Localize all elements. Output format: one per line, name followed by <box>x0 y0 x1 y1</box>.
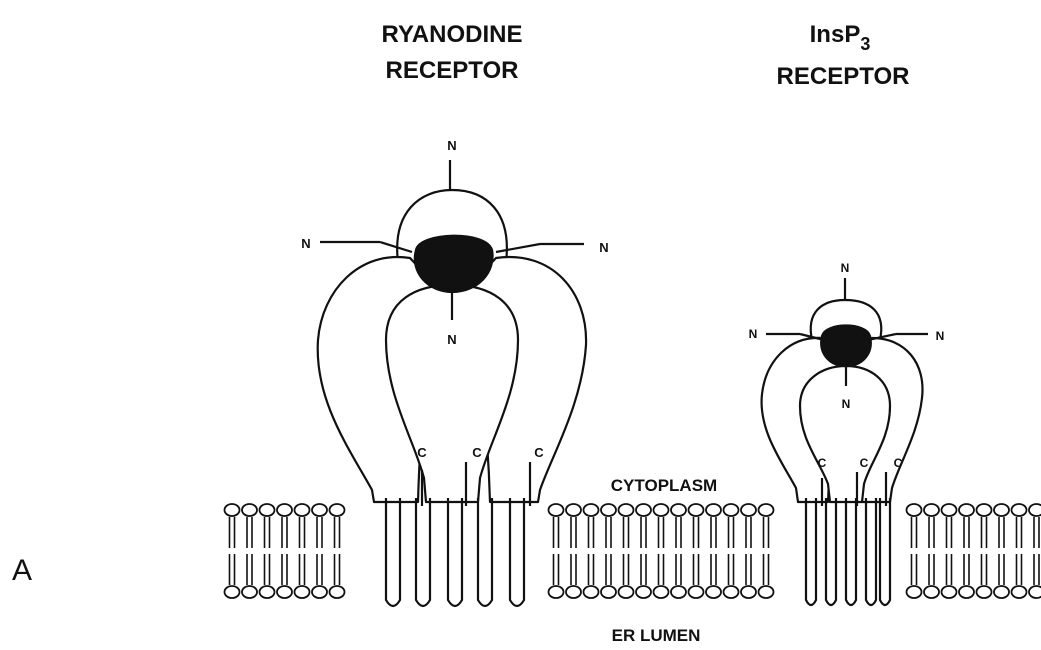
ryanodine-title-line1: RYANODINE <box>382 21 523 48</box>
lipid-head <box>330 586 345 598</box>
lipid-head <box>1012 586 1027 598</box>
er-membrane <box>225 504 1041 598</box>
lipid-head <box>277 504 292 516</box>
lipid-head <box>994 504 1009 516</box>
ryr-transmembrane-4 <box>478 498 492 606</box>
lipid-head <box>584 504 599 516</box>
lipid-head <box>977 586 992 598</box>
ip3r-n-label-front: N <box>842 397 851 411</box>
ip3r-central-core <box>821 326 871 367</box>
lipid-head <box>242 586 257 598</box>
lipid-head <box>566 504 581 516</box>
ip3r-transmembrane-2 <box>826 498 836 605</box>
lipid-head <box>724 586 739 598</box>
lipid-head <box>619 586 634 598</box>
ryanodine-receptor <box>318 160 586 606</box>
ryr-transmembrane-3 <box>448 498 462 606</box>
lipid-head <box>907 586 922 598</box>
lipid-head <box>549 586 564 598</box>
insp3-title-line2: RECEPTOR <box>777 63 910 90</box>
lipid-head <box>636 504 651 516</box>
ryr-c-label-3: C <box>534 445 544 460</box>
ip3r-n-label-left: N <box>749 327 758 341</box>
lipid-head <box>242 504 257 516</box>
ip3r-n-label-top: N <box>841 261 850 275</box>
lipid-head <box>312 586 327 598</box>
lipid-head <box>277 586 292 598</box>
ryr-n-label-front: N <box>447 332 456 347</box>
lipid-head <box>654 586 669 598</box>
lipid-head <box>977 504 992 516</box>
lipid-head <box>924 586 939 598</box>
lipid-head <box>942 586 957 598</box>
lipid-head <box>942 504 957 516</box>
lipid-head <box>671 504 686 516</box>
lipid-head <box>601 586 616 598</box>
panel-label: A <box>12 554 32 587</box>
lipid-head <box>706 504 721 516</box>
lipid-head <box>619 504 634 516</box>
ryr-transmembrane-1 <box>386 498 400 606</box>
ip3r-transmembrane-1 <box>806 498 816 605</box>
lipid-head <box>1029 586 1041 598</box>
lipid-head <box>225 504 240 516</box>
lipid-head <box>260 586 275 598</box>
ryr-n-label-right: N <box>599 240 608 255</box>
lipid-head <box>689 504 704 516</box>
insp3-title-main: InsP <box>810 21 861 48</box>
lipid-head <box>330 504 345 516</box>
lipid-head <box>741 586 756 598</box>
lipid-head <box>654 504 669 516</box>
lipid-head <box>994 586 1009 598</box>
membrane-segment-left <box>225 504 345 598</box>
lipid-head <box>924 504 939 516</box>
lipid-head <box>907 504 922 516</box>
lipid-head <box>689 586 704 598</box>
ip3r-c-label-3: C <box>894 456 903 470</box>
lipid-head <box>959 586 974 598</box>
er-lumen-label: ER LUMEN <box>612 626 701 645</box>
lipid-head <box>759 504 774 516</box>
lipid-head <box>759 586 774 598</box>
lipid-head <box>724 504 739 516</box>
lipid-head <box>584 586 599 598</box>
ryr-c-label-2: C <box>472 445 482 460</box>
lipid-head <box>312 504 327 516</box>
insp3-title-line1: InsP3 <box>810 21 871 54</box>
ryanodine-title-line2: RECEPTOR <box>386 57 519 84</box>
ip3r-c-label-1: C <box>818 456 827 470</box>
lipid-head <box>260 504 275 516</box>
lipid-head <box>601 504 616 516</box>
ip3r-transmembrane-5 <box>880 498 890 605</box>
lipid-head <box>959 504 974 516</box>
membrane-segment-middle <box>549 504 774 598</box>
ryr-n-label-top: N <box>447 138 456 153</box>
insp3-title-subscript: 3 <box>860 34 870 54</box>
lipid-head <box>295 504 310 516</box>
lipid-head <box>636 586 651 598</box>
lipid-head <box>295 586 310 598</box>
lipid-head <box>671 586 686 598</box>
lipid-head <box>741 504 756 516</box>
ryr-n-label-left: N <box>301 236 310 251</box>
ryr-c-label-1: C <box>417 445 427 460</box>
lipid-head <box>706 586 721 598</box>
ryr-transmembrane-2 <box>416 498 430 606</box>
ip3r-n-label-right: N <box>936 329 945 343</box>
ip3r-transmembrane-3 <box>846 498 856 605</box>
ip3r-c-label-2: C <box>860 456 869 470</box>
insp3-receptor <box>762 278 928 605</box>
lipid-head <box>225 586 240 598</box>
lipid-head <box>1012 504 1027 516</box>
cytoplasm-label: CYTOPLASM <box>611 476 717 495</box>
lipid-head <box>549 504 564 516</box>
lipid-head <box>1029 504 1041 516</box>
lipid-head <box>566 586 581 598</box>
membrane-segment-right <box>907 504 1041 598</box>
ryr-transmembrane-5 <box>510 498 524 606</box>
ip3r-transmembrane-4 <box>866 498 876 605</box>
